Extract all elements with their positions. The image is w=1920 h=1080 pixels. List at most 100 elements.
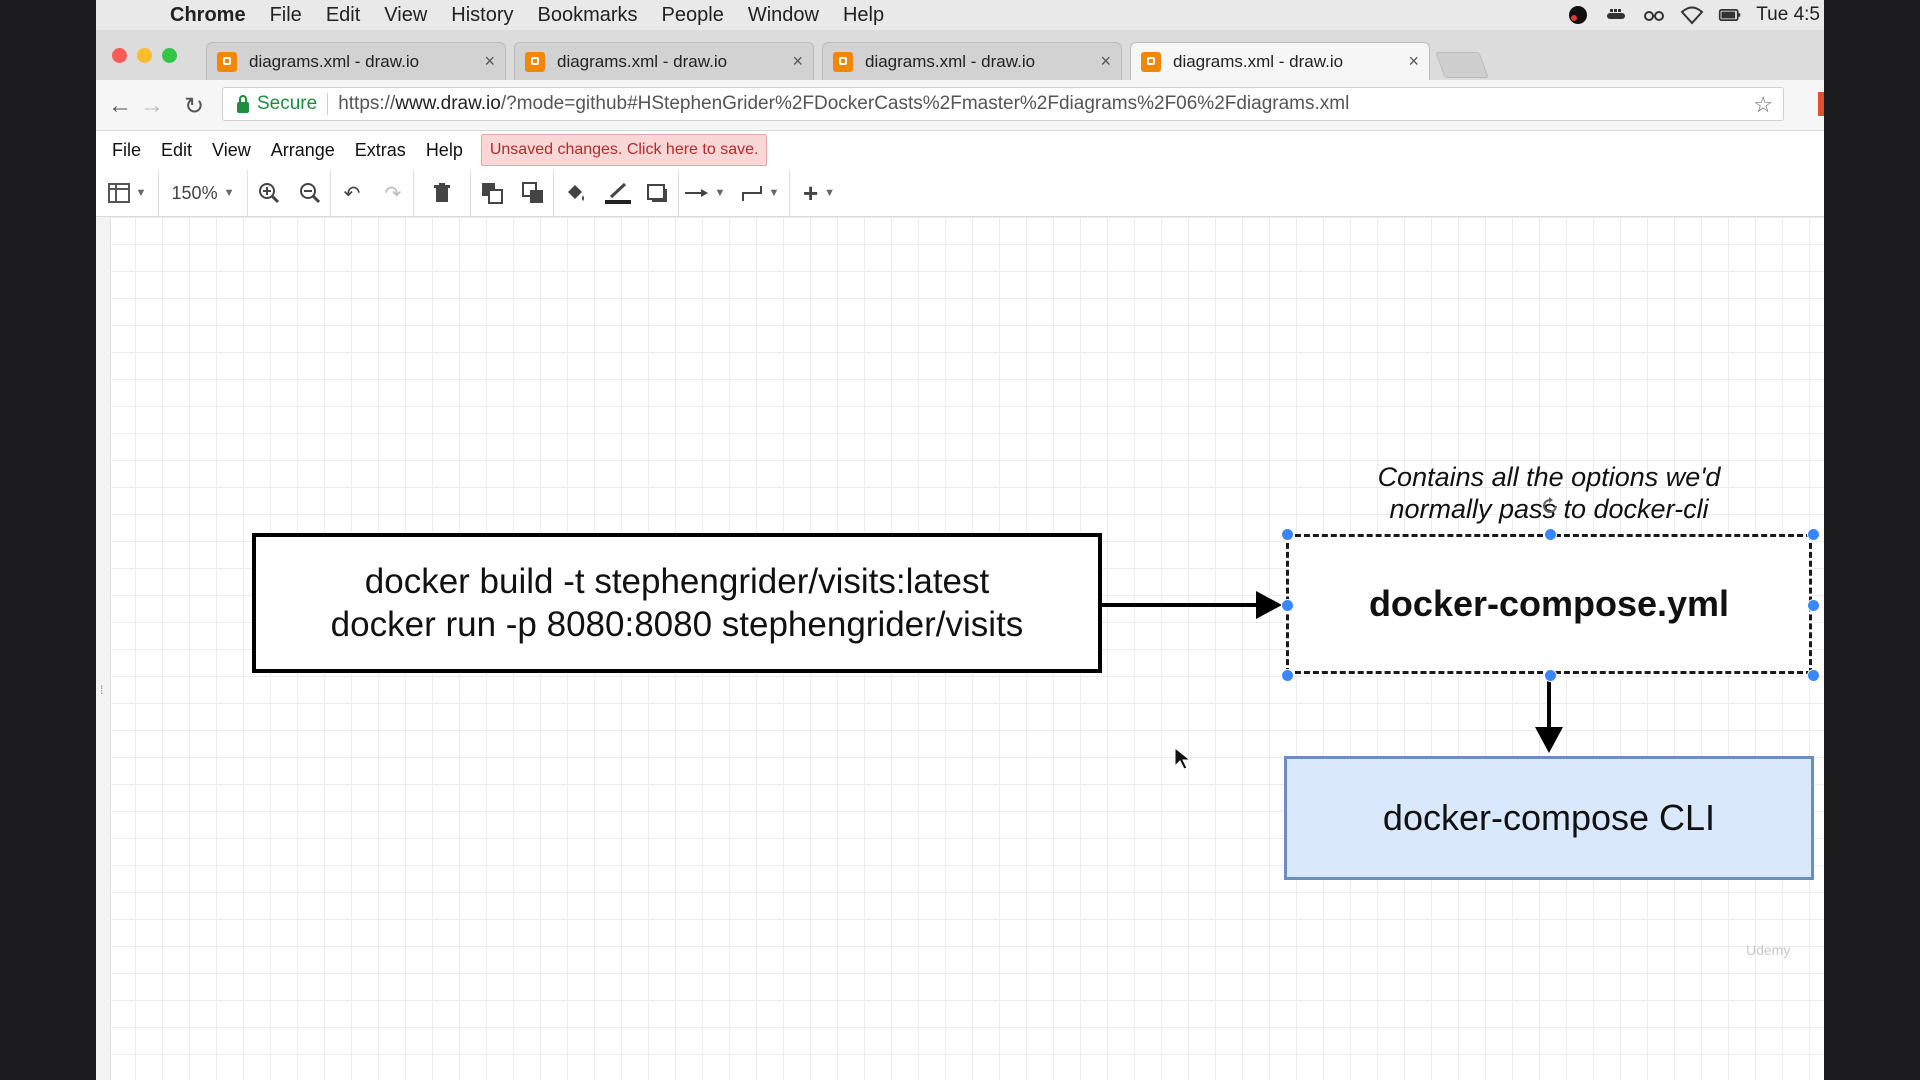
zoom-select[interactable]: 150% ▼ — [159, 170, 247, 216]
back-icon[interactable]: ← — [108, 92, 132, 119]
zoom-level: 150% — [171, 182, 218, 203]
reload-icon[interactable]: ↻ — [184, 93, 205, 120]
to-back-icon[interactable] — [513, 170, 553, 216]
menu-help[interactable]: Help — [842, 3, 885, 26]
glasses-icon[interactable] — [1642, 5, 1666, 25]
udemy-watermark: Udemy — [1746, 942, 1791, 958]
url-text: https://www.draw.io/?mode=github#HStephe… — [338, 93, 1349, 115]
browser-tab-4-active[interactable]: diagrams.xml - draw.io × — [1130, 42, 1430, 80]
menu-history[interactable]: History — [451, 3, 514, 26]
arrowhead-right-icon — [1256, 591, 1282, 619]
drawio-favicon-icon — [217, 51, 237, 72]
insert-button[interactable]: + ▼ — [790, 170, 848, 216]
screen: Chrome File Edit View History Bookmarks … — [96, 0, 1824, 1080]
window-controls — [112, 48, 177, 63]
browser-tab-2[interactable]: diagrams.xml - draw.io × — [514, 42, 814, 80]
menu-bookmarks[interactable]: Bookmarks — [537, 3, 638, 26]
forward-icon[interactable]: → — [140, 92, 164, 119]
chevron-down-icon: ▼ — [824, 187, 836, 199]
command-run-text: docker run -p 8080:8080 stephengrider/vi… — [330, 605, 1024, 644]
zoom-out-icon[interactable] — [290, 170, 330, 216]
browser-tabstrip: diagrams.xml - draw.io × diagrams.xml - … — [96, 30, 1824, 80]
compose-note-label[interactable]: Contains all the options we'd normally p… — [1286, 461, 1812, 525]
new-tab-button[interactable] — [1435, 52, 1489, 78]
compose-cli-label: docker-compose CLI — [1382, 797, 1716, 838]
connection-style-select[interactable]: ▼ — [679, 170, 731, 216]
unsaved-changes-button[interactable]: Unsaved changes. Click here to save. — [480, 134, 768, 166]
drawio-menu-help[interactable]: Help — [425, 139, 463, 160]
menu-people[interactable]: People — [661, 3, 724, 26]
address-divider — [327, 93, 329, 115]
lock-icon — [237, 94, 249, 113]
panel-layout-icon — [107, 183, 130, 203]
tab-title: diagrams.xml - draw.io — [249, 51, 420, 71]
resize-grip-icon[interactable]: ⁞ — [100, 683, 104, 697]
redo-icon[interactable]: ↷ — [384, 182, 402, 205]
delete-icon[interactable] — [414, 170, 470, 216]
macos-menubar: Chrome File Edit View History Bookmarks … — [96, 0, 1824, 31]
drawio-menu-edit[interactable]: Edit — [161, 139, 193, 160]
waypoints-select[interactable]: ▼ — [731, 170, 789, 216]
menubar-clock[interactable]: Tue 4:5 — [1756, 4, 1820, 25]
browser-tab-1[interactable]: diagrams.xml - draw.io × — [206, 42, 506, 80]
drawio-menu-arrange[interactable]: Arrange — [270, 139, 335, 160]
line-color-icon[interactable] — [598, 170, 638, 216]
resize-handle-sw[interactable] — [1281, 669, 1294, 682]
format-panel-toggle[interactable]: ▼ — [96, 170, 158, 216]
maximize-window-button[interactable] — [162, 48, 177, 63]
menu-window[interactable]: Window — [747, 3, 819, 26]
drawio-toolbar: ▼ 150% ▼ ↶ ↷ — [96, 170, 1824, 217]
chevron-down-icon: ▼ — [135, 187, 147, 199]
drawio-menu-file[interactable]: File — [112, 139, 142, 160]
menu-view[interactable]: View — [384, 3, 428, 26]
resize-handle-se[interactable] — [1807, 669, 1820, 682]
url-scheme: https:// — [338, 93, 396, 114]
sidebar-collapsed-edge[interactable]: ⁞ — [96, 217, 111, 1080]
battery-icon[interactable] — [1718, 5, 1742, 25]
bookmark-star-icon[interactable]: ☆ — [1753, 92, 1773, 117]
to-front-icon[interactable] — [471, 170, 513, 216]
compose-file-label: docker-compose.yml — [1368, 583, 1730, 624]
address-bar[interactable]: Secure https://www.draw.io/?mode=github#… — [222, 87, 1784, 121]
close-tab-icon[interactable]: × — [792, 51, 803, 71]
browser-tab-3[interactable]: diagrams.xml - draw.io × — [822, 42, 1122, 80]
resize-handle-ne[interactable] — [1807, 528, 1820, 541]
menu-edit[interactable]: Edit — [325, 3, 361, 26]
undo-icon[interactable]: ↶ — [343, 182, 361, 205]
minimize-window-button[interactable] — [137, 48, 152, 63]
tab-title: diagrams.xml - draw.io — [1173, 51, 1344, 71]
resize-handle-n[interactable] — [1544, 528, 1557, 541]
drawio-menu-view[interactable]: View — [212, 139, 251, 160]
connectors-layer — [1102, 591, 1563, 753]
close-window-button[interactable] — [112, 48, 127, 63]
docker-icon[interactable] — [1604, 5, 1628, 25]
fill-color-icon[interactable] — [554, 170, 598, 216]
close-tab-icon[interactable]: × — [1100, 51, 1111, 71]
resize-handle-s[interactable] — [1544, 669, 1557, 682]
docker-compose-yml-box[interactable]: docker-compose.yml — [1286, 534, 1812, 674]
menu-file[interactable]: File — [269, 3, 302, 26]
close-tab-icon[interactable]: × — [484, 51, 495, 71]
docker-compose-cli-box[interactable]: docker-compose CLI — [1284, 756, 1814, 880]
mouse-cursor-icon — [1174, 747, 1192, 770]
secure-label: Secure — [257, 93, 318, 114]
arrowhead-down-icon — [1535, 727, 1563, 753]
command-build-text: docker build -t stephengrider/visits:lat… — [364, 562, 990, 601]
resize-handle-w[interactable] — [1281, 599, 1294, 612]
drawio-menu-extras[interactable]: Extras — [354, 139, 406, 160]
resize-handle-e[interactable] — [1807, 599, 1820, 612]
menu-chrome[interactable]: Chrome — [170, 3, 246, 26]
note-line-1: Contains all the options we'd — [1377, 462, 1721, 492]
shadow-icon[interactable] — [638, 170, 678, 216]
status-app-icon[interactable] — [1566, 5, 1590, 25]
rotate-handle-icon[interactable] — [1540, 496, 1560, 516]
toolbar-divider — [413, 170, 414, 216]
extension-icon[interactable] — [1818, 92, 1824, 116]
wifi-icon[interactable] — [1680, 5, 1704, 25]
zoom-in-icon[interactable] — [248, 170, 290, 216]
docker-commands-box[interactable]: docker build -t stephengrider/visits:lat… — [252, 533, 1102, 673]
chevron-down-icon: ▼ — [714, 187, 726, 199]
drawing-canvas[interactable]: ⁞ docker build -t stephengrider/visits:l… — [96, 217, 1824, 1080]
resize-handle-nw[interactable] — [1281, 528, 1294, 541]
close-tab-icon[interactable]: × — [1408, 51, 1419, 71]
